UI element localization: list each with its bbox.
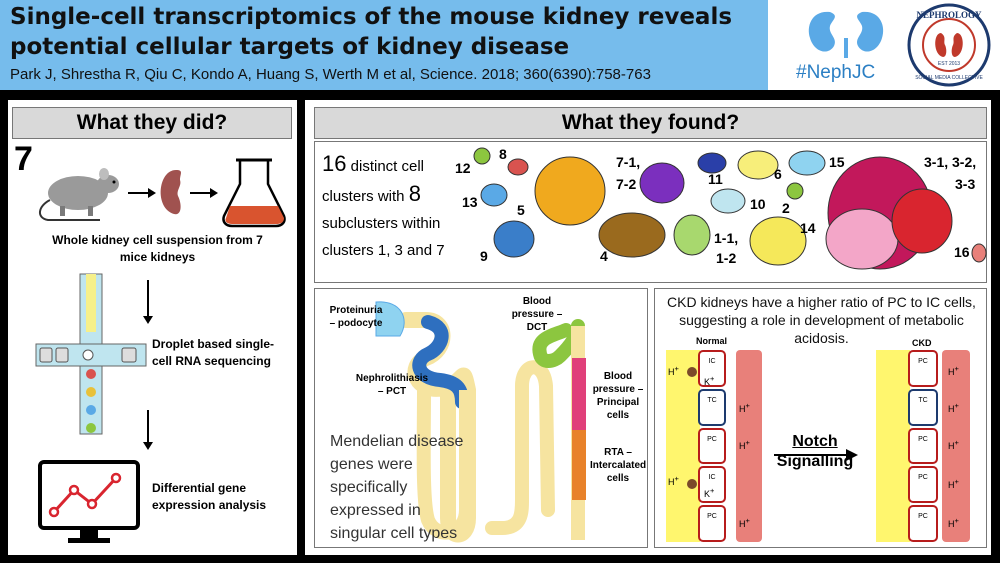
h-ion-blood-3: H+ [739, 516, 750, 529]
nephron-svg [375, 301, 586, 543]
ckd-cell: PC [908, 466, 938, 504]
intercalated-label: RTA – Intercalated cells [590, 447, 647, 484]
normal-label: Normal [696, 336, 728, 346]
ckd-cell: PC [908, 505, 938, 542]
logo-text: NEPHROLOGY [916, 10, 982, 20]
cell-clusters-svg [473, 147, 987, 270]
h-ion-ckd-5: H+ [948, 516, 959, 529]
h-ion-ckd-3: H+ [948, 438, 959, 451]
ckd-text: CKD kidneys have a higher ratio of PC to… [667, 294, 976, 346]
label-14: 14 [800, 220, 816, 236]
pct-label: Nephrolithiasis – PCT [355, 373, 429, 397]
dct-label: Blood pressure – DCT [511, 296, 563, 333]
step2-label: Droplet based single-cell RNA sequencing [152, 337, 275, 368]
h-ion-ckd-2: H+ [948, 401, 959, 414]
label-1-2: 1-2 [716, 250, 737, 266]
label-13: 13 [462, 194, 478, 210]
cluster-count: 16 [322, 151, 347, 176]
kidney-logo-icon [808, 11, 884, 58]
k-ion-normal-1: K+ [704, 374, 715, 387]
notch-signalling: Notch Signalling [772, 432, 858, 472]
label-7-2: 7-2 [616, 176, 637, 192]
label-3-3: 3-3 [955, 176, 976, 192]
label-12: 12 [455, 160, 471, 176]
title-banner [0, 0, 768, 90]
microfluidic-svg [35, 273, 153, 450]
label-3-1-3-2: 3-1, 3-2, [924, 154, 977, 170]
h-ion-normal-1: H+ [668, 364, 679, 377]
normal-cell: PC [698, 427, 726, 465]
ckd-cells: PC TC PC PC PC [908, 350, 938, 542]
clusters-box [314, 141, 987, 283]
normal-cells: IC TC PC IC PC [698, 350, 726, 542]
h-ion-blood-1: H+ [739, 401, 750, 414]
logo-year: EST 2013 [938, 61, 960, 67]
normal-cell: TC [698, 388, 726, 426]
ckd-blood [942, 350, 970, 542]
h-ion-blood-2: H+ [739, 438, 750, 451]
flask-icon [222, 158, 286, 228]
logo-subtext: SOCIAL MEDIA COLLECTIVE [915, 75, 983, 81]
nephrology-logo-icon: NEPHROLOGY SOCIAL MEDIA COLLECTIVE EST 2… [907, 3, 991, 87]
title-line-2: potential cellular targets of kidney dis… [10, 34, 570, 60]
step1-label: Whole kidney cell suspension from 7 mice… [52, 233, 263, 264]
label-16: 16 [954, 244, 970, 260]
ckd-cell: PC [908, 350, 938, 387]
signalling-label: Signalling [776, 453, 854, 470]
label-5: 5 [517, 202, 525, 218]
step3-label: Differential gene expression analysis [152, 481, 267, 512]
mendelian-text: Mendelian disease genes were specificall… [330, 433, 464, 542]
h-ion-normal-2: H+ [668, 474, 679, 487]
ckd-box [654, 288, 987, 548]
what-they-found-heading: What they found? [314, 107, 987, 139]
label-11: 11 [708, 171, 723, 187]
label-10: 10 [750, 196, 766, 212]
label-6: 6 [774, 166, 782, 182]
what-they-did-heading: What they did? [12, 107, 292, 139]
normal-cell: IC [698, 350, 726, 387]
summary-mid: distinct cell clusters with [322, 158, 425, 205]
hashtag: #NephJC [796, 62, 876, 83]
ckd-label: CKD [912, 338, 932, 348]
title-line-1: Single-cell transcriptomics of the mouse… [10, 4, 733, 30]
transporter-icons [687, 367, 697, 489]
normal-cell: PC [698, 505, 726, 542]
h-ion-ckd-4: H+ [948, 477, 959, 490]
h-ion-ckd-1: H+ [948, 364, 959, 377]
principal-label: Blood pressure – Principal cells [592, 371, 644, 421]
label-4: 4 [600, 248, 608, 264]
cluster-summary: 16 distinct cell clusters with 8 subclus… [322, 150, 462, 264]
workflow-top-svg [39, 158, 286, 228]
ckd-cell: TC [908, 388, 938, 426]
label-9: 9 [480, 248, 488, 264]
summary-end: subclusters within clusters 1, 3 and 7 [322, 215, 445, 259]
ckd-lumen [876, 350, 910, 542]
normal-lumen [666, 350, 700, 542]
citation: Park J, Shrestha R, Qiu C, Kondo A, Huan… [10, 66, 651, 83]
notch-label: Notch [792, 433, 838, 450]
mouse-icon [39, 168, 119, 221]
ckd-cell: PC [908, 427, 938, 465]
notch-arrow-icon [774, 449, 858, 461]
cluster-blobs [473, 147, 987, 270]
podocyte-label: Proteinuria – podocyte [329, 305, 383, 329]
k-ion-normal-2: K+ [704, 486, 715, 499]
mice-count: 7 [14, 140, 33, 178]
label-15: 15 [829, 154, 845, 170]
subcluster-count: 8 [408, 181, 421, 206]
label-7-1: 7-1, [616, 154, 641, 170]
normal-blood [736, 350, 762, 542]
label-2: 2 [782, 200, 790, 216]
monitor-icon [38, 460, 140, 543]
label-8: 8 [499, 146, 507, 162]
nephron-box [314, 288, 648, 548]
label-1-1: 1-1, [714, 230, 739, 246]
kidney-icon [160, 170, 181, 215]
normal-cell: IC [698, 466, 726, 504]
